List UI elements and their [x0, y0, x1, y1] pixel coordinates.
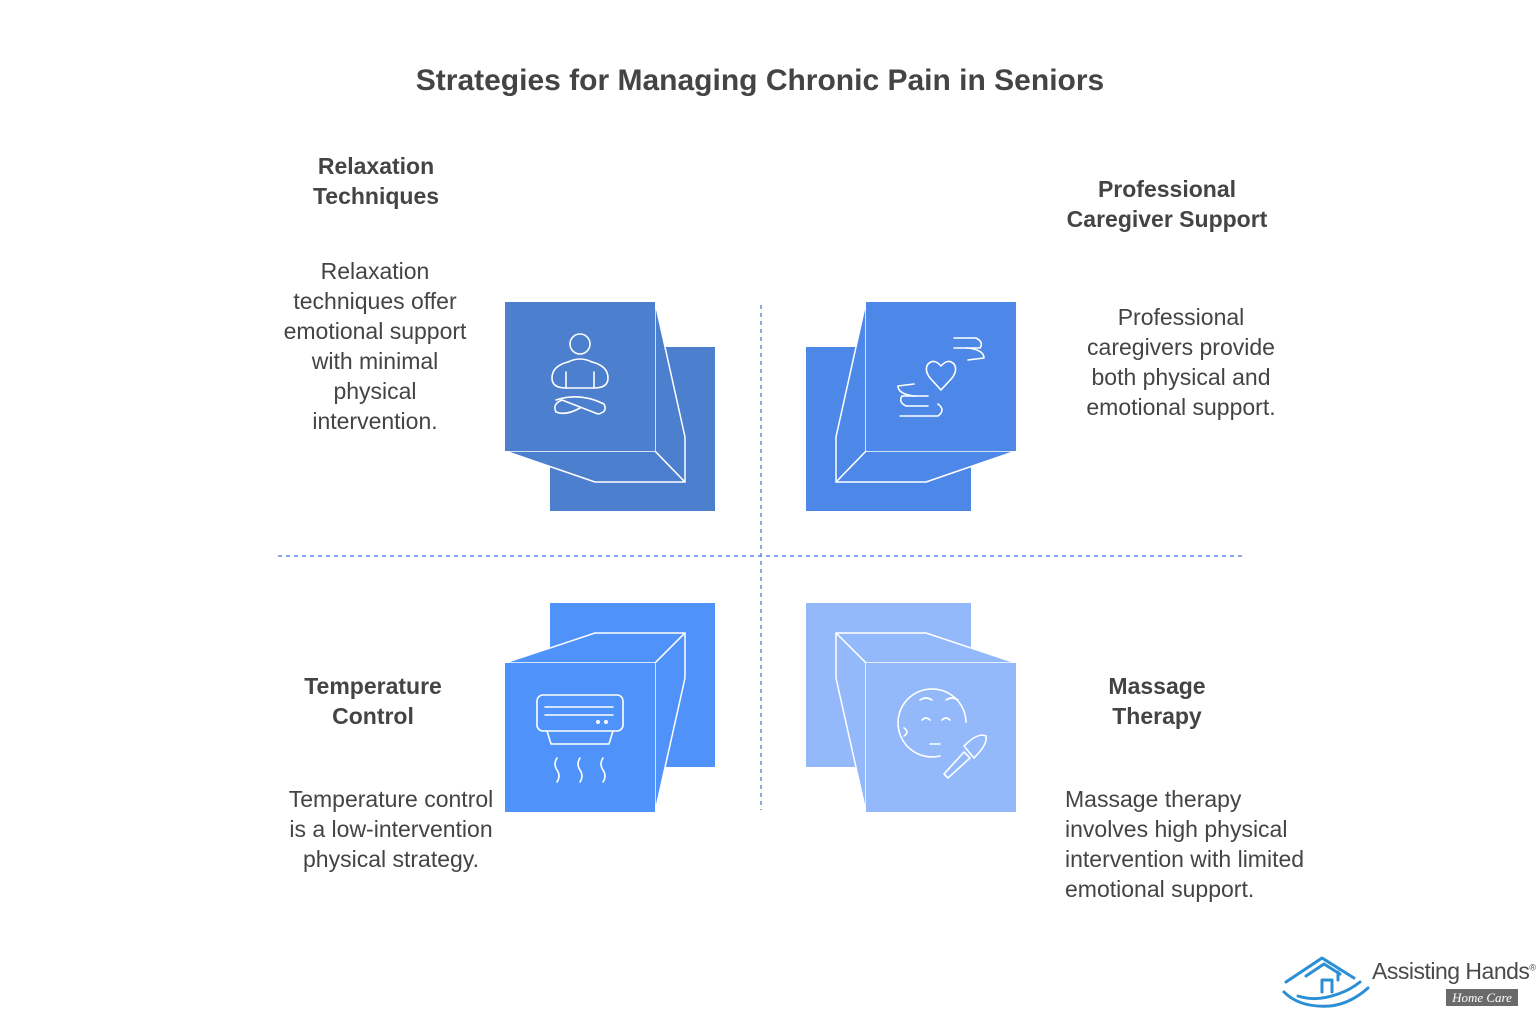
description-massage-therapy: Massage therapy involves high physical i…	[1065, 786, 1305, 902]
house-hands-logo-icon	[1282, 956, 1370, 1008]
assisting-hands-logo: Assisting Hands® Home Care	[1280, 952, 1536, 1012]
description-professional-caregiver-support: Professional caregivers provide both phy…	[1086, 304, 1276, 420]
page-title: Strategies for Managing Chronic Pain in …	[415, 64, 1105, 97]
air-conditioner-icon	[536, 694, 624, 783]
block-massage-therapy	[806, 603, 1017, 813]
block-relaxation-techniques	[504, 301, 715, 511]
logo-subtitle: Home Care	[1446, 989, 1518, 1006]
heading-relaxation-techniques: Relaxation Techniques	[312, 153, 440, 209]
heading-professional-caregiver-support: Professional Caregiver Support	[1066, 176, 1268, 232]
caring-hands-heart-icon	[897, 337, 985, 417]
meditation-person-icon	[551, 333, 609, 415]
block-professional-caregiver-support	[806, 301, 1017, 511]
description-relaxation-techniques: Relaxation techniques offer emotional su…	[283, 258, 467, 434]
heading-massage-therapy: Massage Therapy	[1108, 673, 1206, 729]
logo-name: Assisting Hands®	[1372, 958, 1536, 984]
description-temperature-control: Temperature control is a low-interventio…	[288, 786, 494, 872]
heading-temperature-control: Temperature Control	[304, 673, 442, 729]
face-brush-icon	[897, 688, 988, 779]
block-temperature-control	[504, 603, 715, 813]
